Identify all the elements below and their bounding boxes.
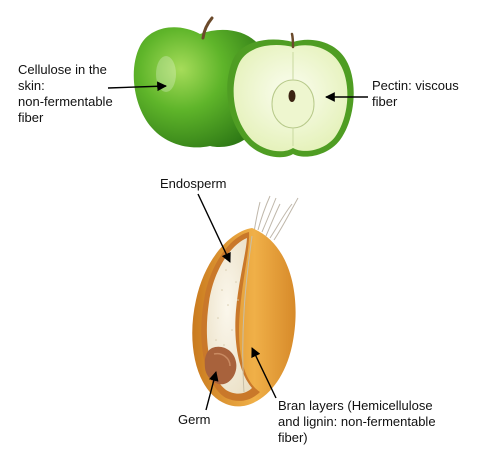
apple-illustration (133, 16, 354, 158)
label-pectin: Pectin: viscous fiber (372, 78, 459, 110)
arrow-germ (205, 371, 219, 411)
label-cellulose-line-2: skin: (18, 78, 45, 93)
apple-core (271, 79, 315, 129)
label-germ-line-1: Germ (178, 412, 211, 427)
label-bran-line-3: fiber) (278, 430, 308, 445)
label-bran: Bran layers (Hemicellulose and lignin: n… (278, 398, 436, 446)
label-cellulose: Cellulose in the skin: non-fermentable f… (18, 62, 113, 126)
label-cellulose-line-3: non-fermentable (18, 94, 113, 109)
grain-illustration (192, 195, 299, 407)
label-bran-line-2: and lignin: non-fermentable (278, 414, 436, 429)
label-bran-line-1: Bran layers (Hemicellulose (278, 398, 433, 413)
apple-stem (201, 16, 214, 40)
label-cellulose-line-4: fiber (18, 110, 44, 125)
label-endosperm: Endosperm (160, 176, 226, 192)
arrow-cellulose (107, 81, 167, 92)
label-endosperm-line-1: Endosperm (160, 176, 227, 191)
apple-seed (288, 90, 296, 102)
label-cellulose-line-1: Cellulose in the (18, 62, 107, 77)
label-germ: Germ (178, 412, 211, 428)
label-pectin-line-1: Pectin: viscous (372, 78, 459, 93)
grain-hairs (253, 195, 299, 241)
apple-half-stem (290, 32, 295, 49)
pointer-arrows (107, 81, 368, 411)
grain-crease (242, 235, 253, 393)
whole-apple (133, 27, 258, 148)
arrow-endosperm (197, 193, 231, 263)
arrow-bran (251, 347, 277, 399)
endosperm-texture (215, 269, 239, 361)
label-pectin-line-2: fiber (372, 94, 398, 109)
